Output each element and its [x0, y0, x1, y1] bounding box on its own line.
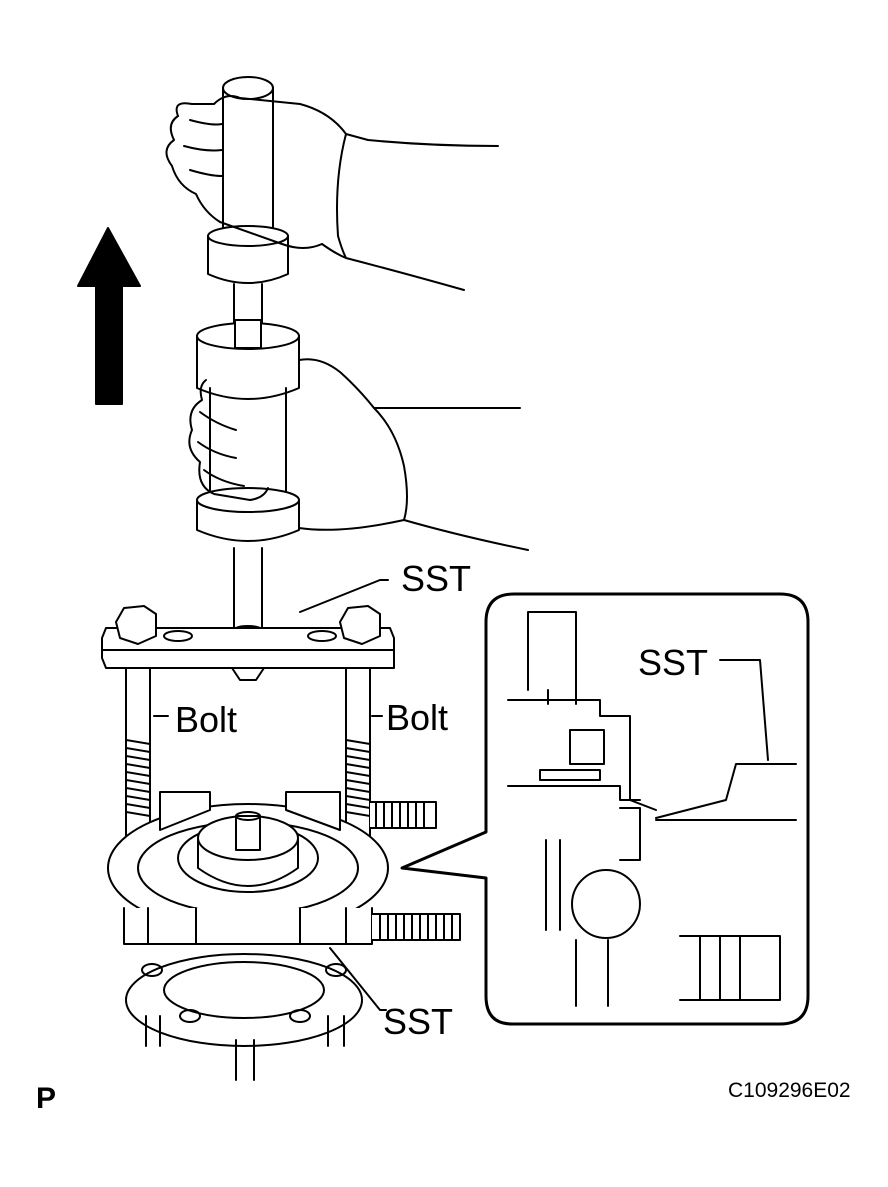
pull-up-arrow-icon: [77, 227, 141, 405]
view-code: P: [36, 1082, 57, 1115]
hub-assembly: [107, 791, 461, 1081]
bolt-label-right: Bolt: [386, 697, 449, 738]
bolt-label-left: Bolt: [175, 699, 238, 740]
lower-hand: [188, 358, 529, 551]
figure-id: C109296E02: [728, 1079, 851, 1102]
inset-detail: [400, 592, 810, 1026]
sst-label-inset: SST: [638, 642, 709, 683]
slide-hammer: [196, 76, 300, 635]
sst-label-top: SST: [401, 558, 472, 599]
upper-hand: [165, 95, 499, 291]
threaded-rods: [125, 667, 383, 839]
sst-plate: [101, 579, 395, 681]
sst-label-bottom: SST: [383, 1001, 454, 1042]
